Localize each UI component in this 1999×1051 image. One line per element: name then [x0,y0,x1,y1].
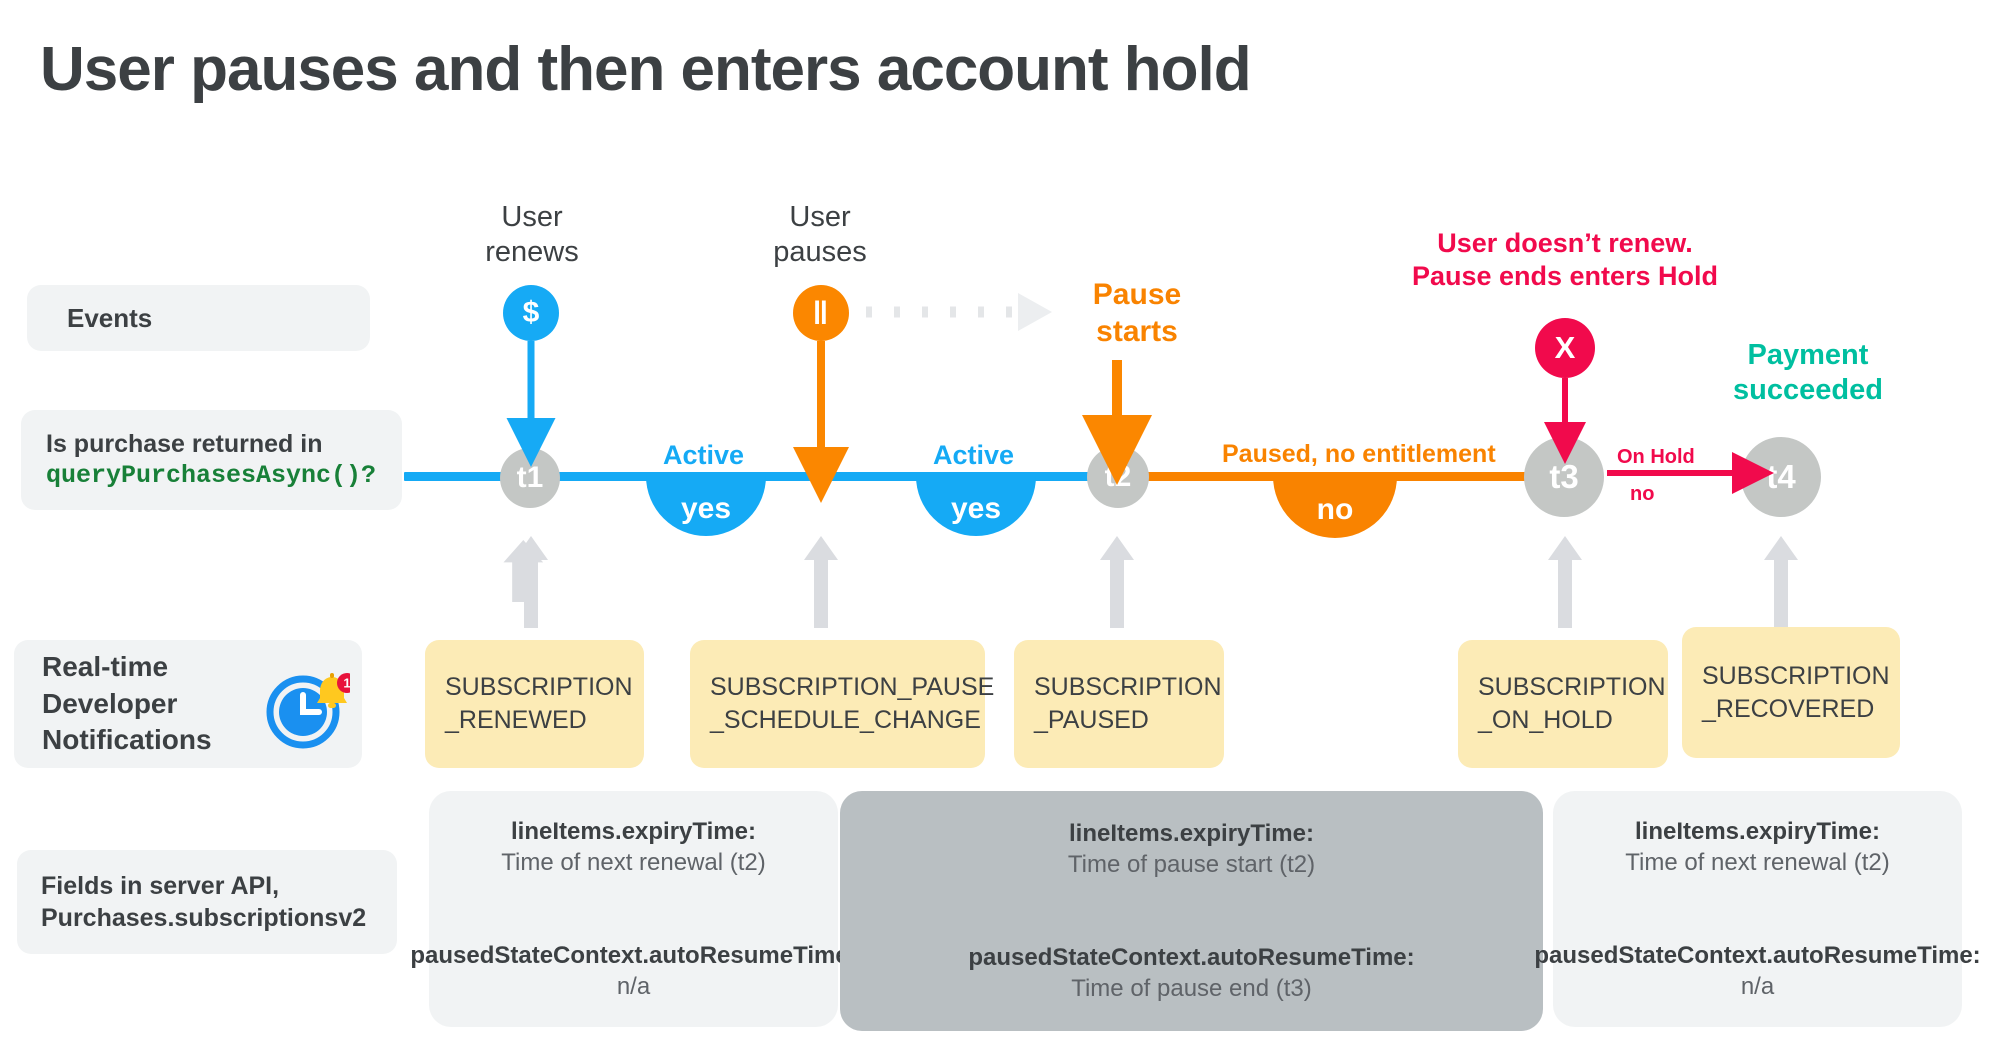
notification-card-paused[interactable]: SUBSCRIPTION _PAUSED [1014,640,1224,768]
clock-bell-notification-icon: 1 [264,665,357,751]
notification-card-pause-schedule-change-text: SUBSCRIPTION_PAUSE _SCHEDULE_CHANGE [710,673,995,734]
state-label-paused: Paused, no entitlement [1222,440,1496,468]
field-key-autoresume-active: pausedStateContext.autoResumeTime: [410,942,857,969]
row-label-rtdn-text: Real-time Developer Notifications [42,650,212,756]
state-label-active-2: Active [933,440,1015,470]
event-caption-pause-starts: Pause starts [1092,278,1182,348]
field-value-expiry-paused: Time of pause start (t2) [1067,850,1316,878]
state-badge-active-2-text: yes [950,492,1002,525]
timeline-node-t3-label: t3 [1549,458,1579,495]
field-key-autoresume-recovered: pausedStateContext.autoResumeTime: [1534,942,1981,969]
field-value-expiry-active: Time of next renewal (t2) [501,848,766,876]
field-value-autoresume-paused: Time of pause end (t3) [1071,975,1312,1003]
field-panel-active: lineItems.expiryTime: Time of next renew… [410,791,857,1027]
field-key-expiry-paused: lineItems.expiryTime: [1068,819,1314,847]
notification-card-renewed-text: SUBSCRIPTION _RENEWED [445,673,633,734]
field-value-expiry-recovered: Time of next renewal (t2) [1625,848,1890,876]
timeline-node-t4-label: t4 [1766,458,1796,495]
event-icon-dollar[interactable]: $ [503,285,559,341]
state-badge-active-1-text: yes [680,492,732,525]
event-caption-payment-succeeded: Payment succeeded [1733,339,1883,407]
timeline-node-t4[interactable]: t4 [1741,437,1821,517]
state-badge-paused-text: no [1316,493,1354,526]
field-key-expiry-recovered: lineItems.expiryTime: [1634,817,1880,845]
timeline-node-t2[interactable]: t2 [1087,446,1149,508]
row-label-rtdn: Real-time Developer Notifications 1 [14,640,362,768]
notification-card-recovered-text: SUBSCRIPTION _RECOVERED [1702,661,1890,723]
event-icon-pause[interactable]: ‖ [793,285,849,341]
timeline-node-t2-label: t2 [1104,460,1132,493]
row-label-events: Events [27,285,370,351]
field-key-expiry-active: lineItems.expiryTime: [510,817,756,845]
row-label-server-fields-text: Fields in server API, Purchases.subscrip… [41,871,367,933]
row-label-query-line1: Is purchase returned in [46,429,323,458]
row-label-server-fields: Fields in server API, Purchases.subscrip… [17,850,397,954]
field-panel-paused: lineItems.expiryTime: Time of pause star… [840,791,1543,1031]
notification-card-pause-schedule-change[interactable]: SUBSCRIPTION_PAUSE _SCHEDULE_CHANGE [690,640,994,768]
notification-card-recovered[interactable]: SUBSCRIPTION _RECOVERED [1682,627,1900,758]
event-caption-user-pauses: User pauses [773,201,867,269]
notification-card-on-hold[interactable]: SUBSCRIPTION _ON_HOLD [1458,640,1668,768]
state-badge-active-2: yes [916,476,1036,536]
field-value-autoresume-active: n/a [616,973,651,1001]
event-icon-x[interactable]: X [1535,318,1595,378]
row-label-query-line2: queryPurchasesAsync()? [46,461,377,490]
field-panel-recovered: lineItems.expiryTime: Time of next renew… [1534,791,1981,1027]
notification-card-paused-text: SUBSCRIPTION _PAUSED [1034,673,1222,734]
notification-card-on-hold-text: SUBSCRIPTION _ON_HOLD [1478,673,1666,734]
pause-icon: ‖ [812,294,830,331]
state-label-on-hold: On Hold [1617,446,1695,468]
timeline-node-t3[interactable]: t3 [1524,437,1604,517]
row-label-query-purchases: Is purchase returned in queryPurchasesAs… [21,410,402,510]
state-label-active-1: Active [663,440,745,470]
timeline-node-t1-label: t1 [516,461,544,494]
dollar-icon: $ [522,296,540,329]
state-badge-on-hold-answer: no [1630,483,1655,505]
event-caption-user-renews: User renews [485,201,579,269]
svg-text:1: 1 [343,676,350,691]
timeline-node-t1[interactable]: t1 [500,448,560,508]
field-key-autoresume-paused: pausedStateContext.autoResumeTime: [968,944,1415,971]
event-caption-user-doesnt-renew: User doesn’t renew. Pause ends enters Ho… [1411,228,1719,291]
row-label-events-text: Events [67,302,153,333]
state-badge-paused: no [1273,476,1397,538]
notification-card-renewed[interactable]: SUBSCRIPTION _RENEWED [425,640,644,768]
x-icon: X [1554,330,1576,365]
field-value-autoresume-recovered: n/a [1740,973,1775,1001]
page-title: User pauses and then enters account hold [40,35,1252,104]
state-badge-active-1: yes [646,476,766,536]
